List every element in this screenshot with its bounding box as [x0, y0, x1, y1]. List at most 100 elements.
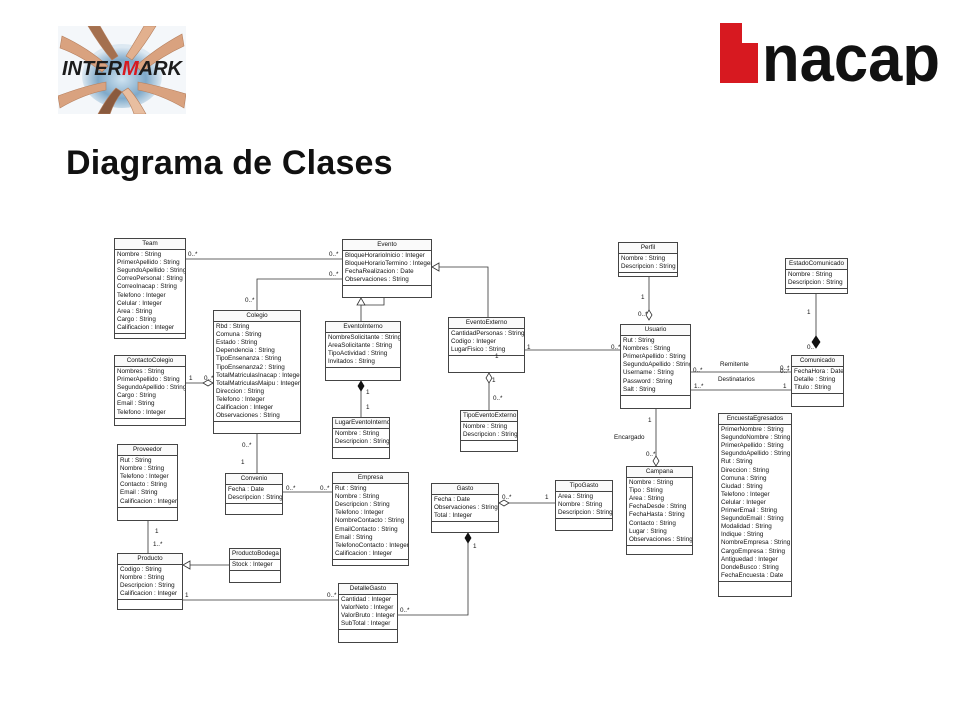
class-attribute: Contacto : String — [629, 519, 676, 527]
generalization-arrow-productobodega — [182, 560, 191, 570]
multiplicity-label: 1 — [473, 543, 477, 550]
class-usuario: Usuario Rut : String Nombres : String Pr… — [620, 324, 691, 409]
class-attribute: Descripcion : String — [228, 494, 283, 502]
multiplicity-label: 1 — [189, 375, 193, 382]
generalization-eventoexterno — [432, 266, 489, 317]
class-name: EstadoComunicado — [786, 259, 847, 271]
class-attribute: TipoActividad : String — [328, 350, 388, 358]
class-attribute: Modalidad : String — [721, 523, 772, 531]
multiplicity-label: 0..* — [242, 442, 252, 449]
class-attribute: Lugar : String — [629, 527, 667, 535]
page-title: Diagrama de Clases — [66, 144, 393, 182]
class-attribute: TelefonoContacto : Integer — [335, 541, 409, 549]
aggregation-gasto-tipogasto — [498, 499, 510, 507]
class-attribute: Detalle : String — [794, 376, 836, 384]
class-attribute: PrimerApellido : String — [117, 376, 180, 384]
class-attribute: Area : String — [117, 307, 152, 315]
multiplicity-label: 0..* — [204, 375, 214, 382]
class-attribute: Calificacion : Integer — [120, 590, 178, 598]
class-attribute: CorreoPersonal : String — [117, 275, 183, 283]
class-perfil: Perfil Nombre : String Descripcion : Str… — [618, 242, 678, 277]
class-attribute: Username : String — [623, 369, 674, 377]
multiplicity-label: 0..* — [320, 485, 330, 492]
class-attribute: Descripcion : String — [335, 501, 390, 509]
class-attribute: PrimerApellido : String — [721, 442, 784, 450]
class-attribute: Descripcion : String — [788, 279, 843, 287]
class-tipogasto: TipoGasto Area : String Nombre : String … — [555, 480, 613, 531]
logo-intermark-part-2: M — [122, 58, 140, 80]
class-name: Usuario — [621, 325, 690, 337]
class-attribute: Rut : String — [623, 337, 655, 345]
class-attribute: Area : String — [558, 493, 593, 501]
class-attribute: Area : String — [629, 495, 664, 503]
class-attribute: Dependencia : String — [216, 347, 275, 355]
class-attribute: CargoEmpresa : String — [721, 547, 786, 555]
class-attribute: Rut : String — [721, 458, 753, 466]
class-attribute: Comuna : String — [721, 474, 767, 482]
class-tipoeventoexterno: TipoEventoExterno Nombre : String Descri… — [460, 410, 518, 452]
class-lugareventointerno: LugarEventoInterno Nombre : String Descr… — [332, 417, 390, 459]
class-attribute: Antiguedad : Integer — [721, 555, 778, 563]
class-attribute: Nombres : String — [117, 368, 165, 376]
class-attribute: Invitados : String — [328, 358, 375, 366]
multiplicity-label: 0..* — [493, 395, 503, 402]
class-attribute: Nombre : String — [120, 574, 165, 582]
class-attribute: Telefono : Integer — [216, 395, 265, 403]
class-attribute: EmailContacto : String — [335, 525, 398, 533]
multiplicity-label: 0..* — [780, 368, 790, 375]
class-attribute: Estado : String — [216, 339, 258, 347]
class-name: Producto — [118, 554, 182, 566]
class-attribute: Observaciones : String — [434, 504, 498, 512]
class-attribute: NombreSolicitante : String — [328, 334, 401, 342]
class-attribute: Stock : Integer — [232, 561, 273, 569]
multiplicity-label: 1 — [366, 389, 370, 396]
inacap-logo-text: nacap — [762, 21, 940, 85]
class-comunicado: Comunicado FechaHora : Date Detalle : St… — [791, 355, 844, 407]
class-name: Convenio — [226, 474, 282, 486]
multiplicity-label: 1..* — [694, 383, 704, 390]
class-productobodega: ProductoBodega Stock : Integer — [229, 548, 281, 583]
logo-intermark-part-3: ARK — [138, 58, 184, 80]
class-estadocomunicado: EstadoComunicado Nombre : String Descrip… — [785, 258, 848, 294]
class-attribute: Indique : String — [721, 531, 764, 539]
class-attribute: FechaRealizacion : Date — [345, 268, 414, 276]
class-encuestaegresados: EncuestaEgresados PrimerNombre : String … — [718, 413, 792, 597]
class-attribute: PrimerNombre : String — [721, 426, 784, 434]
class-attribute: FechaHora : Date — [794, 368, 844, 376]
class-attribute: Cantidad : Integer — [341, 596, 392, 604]
svg-text:INTERMARK: INTERMARK — [62, 58, 184, 80]
class-attribute: DondeBusco : String — [721, 563, 779, 571]
multiplicity-label: 0..* — [188, 251, 198, 258]
multiplicity-label: 0..* — [693, 367, 703, 374]
multiplicity-label: 1..* — [153, 541, 163, 548]
composition-lugar-eventointerno — [357, 380, 365, 392]
aggregation-usuario-campana — [652, 455, 660, 467]
class-name: Comunicado — [792, 356, 843, 368]
class-attribute: Codigo : String — [120, 566, 162, 574]
class-attribute: Celular : Integer — [117, 299, 162, 307]
class-attribute: Descripcion : String — [335, 438, 390, 446]
class-attribute: Nombre : String — [621, 255, 666, 263]
class-eventoexterno: EventoExterno CantidadPersonas : String … — [448, 317, 525, 373]
class-attribute: CorreoInacap : String — [117, 283, 177, 291]
multiplicity-label: 1 — [495, 353, 499, 360]
class-attribute: Nombre : String — [120, 465, 165, 473]
class-attribute: Password : String — [623, 377, 673, 385]
multiplicity-label: 0..* — [329, 251, 339, 258]
class-name: Evento — [343, 240, 431, 252]
class-attribute: Comuna : String — [216, 331, 262, 339]
class-attribute: Email : String — [335, 533, 373, 541]
class-name: Colegio — [214, 311, 300, 323]
class-attribute: Salt : String — [623, 385, 656, 393]
class-attribute: BloqueHorarioInicio : Integer — [345, 252, 425, 260]
class-name: DetalleGasto — [339, 584, 397, 596]
generalization-arrow-eventoexterno — [431, 262, 440, 272]
aggregation-tipo-eventoexterno — [485, 372, 493, 384]
aggregation-perfil-usuario — [645, 309, 653, 321]
composition-estado-comunicado — [811, 335, 821, 349]
class-attribute: TipoEnsenanza2 : String — [216, 363, 285, 371]
inacap-logo: nacap — [720, 21, 940, 85]
class-attribute: ValorBruto : Integer — [341, 612, 396, 620]
class-attribute: Cargo : String — [117, 315, 156, 323]
class-attribute: Calificacion : Integer — [117, 323, 175, 331]
